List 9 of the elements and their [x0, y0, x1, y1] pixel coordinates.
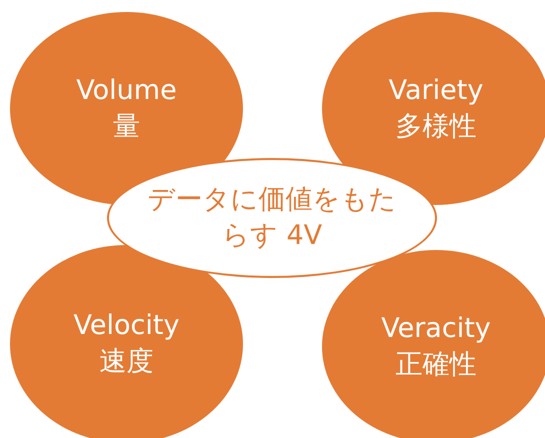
label: 多様性 — [396, 110, 476, 144]
label: Veracity — [381, 312, 491, 346]
label: Volume — [76, 74, 177, 108]
label: データに価値をもたらす 4V — [146, 183, 398, 253]
label: 速度 — [100, 345, 154, 379]
label: Variety — [388, 74, 484, 108]
label: 量 — [113, 110, 140, 144]
label: Velocity — [74, 309, 180, 343]
label: 正確性 — [396, 348, 476, 382]
